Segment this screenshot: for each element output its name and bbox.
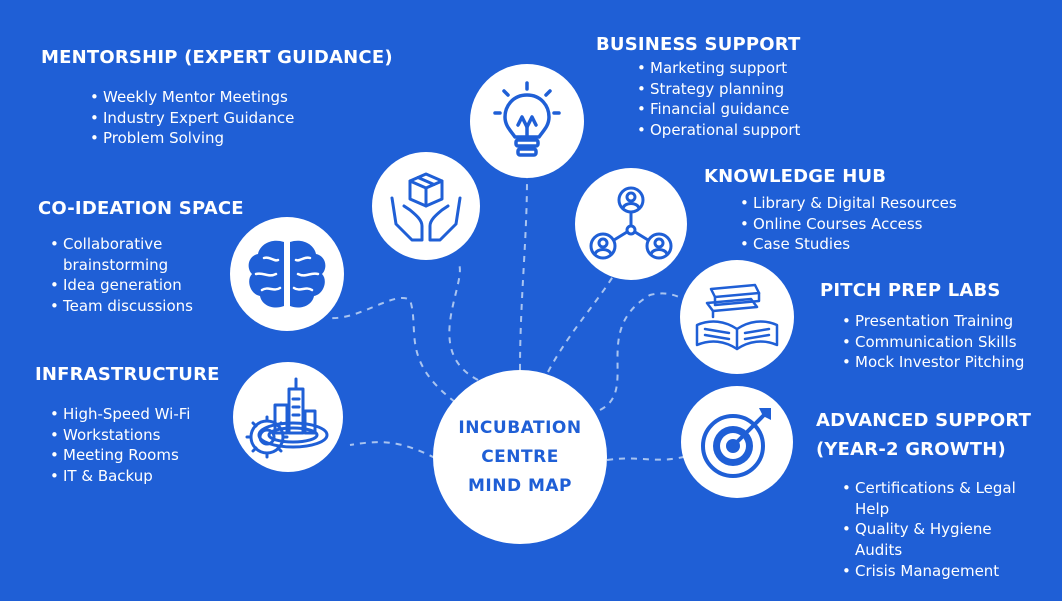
list-item: Team discussions	[50, 296, 205, 317]
link-center-target	[606, 454, 691, 461]
hands-holding-box-icon	[390, 172, 462, 242]
list-item: Workstations	[50, 425, 190, 446]
business-support-circle	[470, 64, 584, 178]
link-center-bulb	[519, 177, 528, 371]
knowledge-hub-title: KNOWLEDGE HUB	[704, 166, 887, 187]
center-node: INCUBATION CENTRE MIND MAP	[433, 370, 607, 544]
center-title-line-1: INCUBATION	[458, 417, 582, 438]
list-item: Presentation Training	[842, 311, 1032, 332]
hands-circle	[372, 152, 480, 260]
list-item: High-Speed Wi-Fi	[50, 404, 190, 425]
pitch-prep-list: Presentation Training Communication Skil…	[842, 311, 1032, 373]
infrastructure-circle	[233, 362, 343, 472]
books-icon	[695, 283, 779, 351]
business-support-title: BUSINESS SUPPORT	[596, 34, 801, 55]
link-center-hands	[448, 261, 479, 381]
mentorship-title: MENTORSHIP (EXPERT GUIDANCE)	[41, 47, 393, 68]
list-item: Operational support	[637, 120, 800, 141]
list-item: Case Studies	[740, 234, 957, 255]
list-item: Mock Investor Pitching	[842, 352, 1032, 373]
list-item: Library & Digital Resources	[740, 193, 957, 214]
list-item: Financial guidance	[637, 99, 800, 120]
people-network-icon	[589, 186, 673, 260]
list-item: Collaborative brainstorming	[50, 234, 205, 275]
infrastructure-list: High-Speed Wi-Fi Workstations Meeting Ro…	[50, 404, 190, 487]
advanced-support-list: Certifications & Legal Help Quality & Hy…	[842, 478, 1032, 582]
list-item: Online Courses Access	[740, 214, 957, 235]
list-item: Certifications & Legal Help	[842, 478, 1032, 519]
list-item: IT & Backup	[50, 466, 190, 487]
co-ideation-circle	[230, 217, 344, 331]
advanced-support-circle	[681, 386, 793, 498]
link-center-city	[349, 441, 436, 459]
pitch-prep-title: PITCH PREP LABS	[820, 280, 1001, 301]
list-item: Industry Expert Guidance	[90, 108, 294, 129]
co-ideation-list: Collaborative brainstorming Idea generat…	[50, 234, 205, 317]
advanced-support-title-line-1: ADVANCED SUPPORT	[816, 410, 1032, 431]
list-item: Problem Solving	[90, 128, 294, 149]
center-title-line-2: CENTRE	[481, 446, 559, 467]
pitch-prep-circle	[680, 260, 794, 374]
knowledge-hub-list: Library & Digital Resources Online Cours…	[740, 193, 957, 255]
advanced-support-title-line-2: (YEAR-2 GROWTH)	[816, 439, 1006, 460]
city-infrastructure-icon	[245, 377, 329, 459]
center-title-line-3: MIND MAP	[467, 475, 573, 496]
lightbulb-icon	[493, 81, 561, 157]
co-ideation-title: CO-IDEATION SPACE	[38, 198, 244, 219]
list-item: Marketing support	[637, 58, 800, 79]
brain-icon	[248, 240, 326, 308]
list-item: Communication Skills	[842, 332, 1032, 353]
link-center-books	[599, 292, 691, 411]
list-item: Strategy planning	[637, 79, 800, 100]
target-arrow-icon	[701, 408, 771, 478]
mentorship-list: Weekly Mentor Meetings Industry Expert G…	[90, 87, 294, 149]
knowledge-hub-circle	[575, 168, 687, 280]
list-item: Meeting Rooms	[50, 445, 190, 466]
link-center-network	[547, 267, 619, 373]
business-support-list: Marketing support Strategy planning Fina…	[637, 58, 800, 141]
list-item: Quality & Hygiene Audits	[842, 519, 1032, 560]
infrastructure-title: INFRASTRUCTURE	[35, 364, 220, 385]
link-center-brain	[329, 297, 456, 403]
list-item: Crisis Management	[842, 561, 1032, 582]
list-item: Idea generation	[50, 275, 205, 296]
list-item: Weekly Mentor Meetings	[90, 87, 294, 108]
